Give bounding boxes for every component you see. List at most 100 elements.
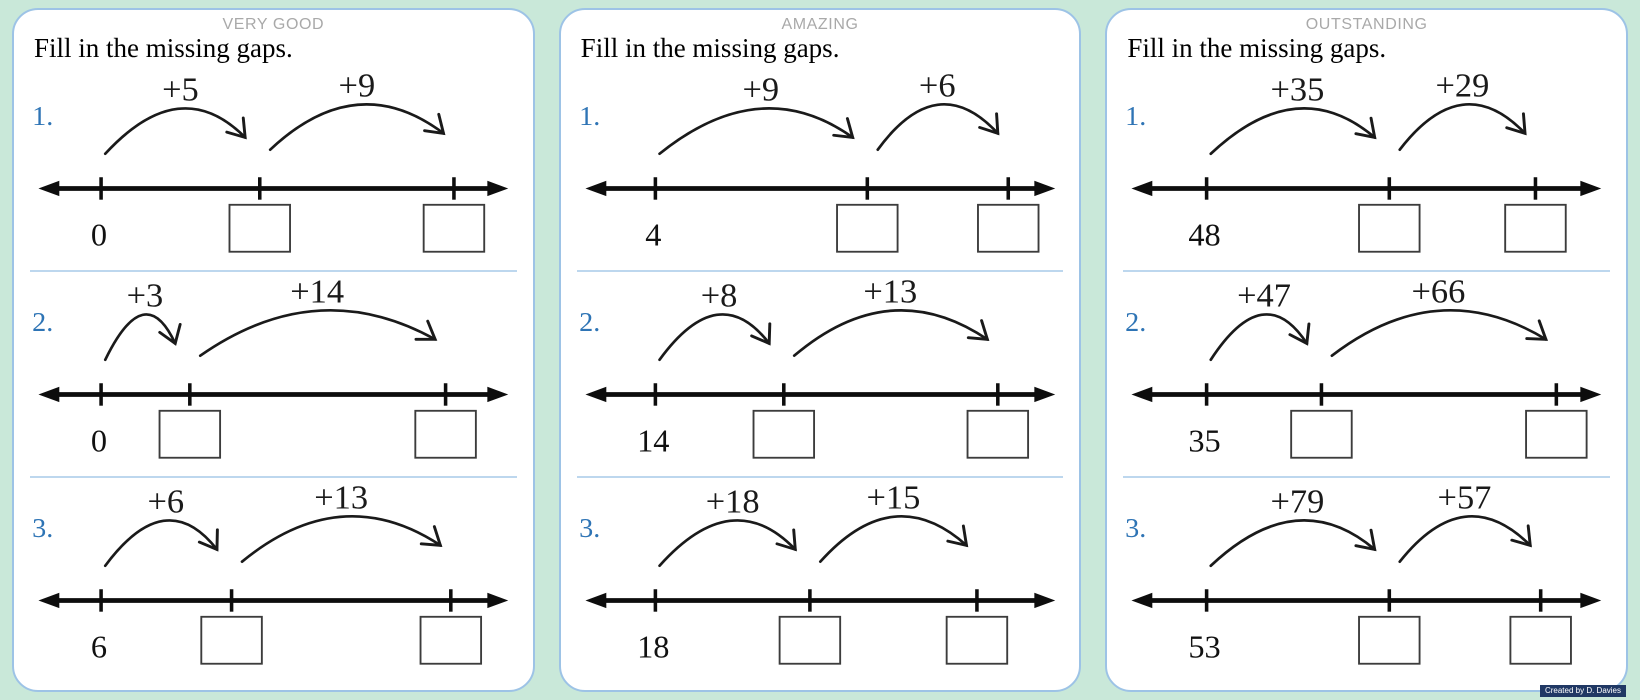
problem-number: 2. [32,307,53,338]
answer-box-1[interactable] [1358,615,1421,665]
jump1-label: +47 [1237,278,1291,315]
jump1-arrow [657,519,797,567]
jump2-label: +9 [339,68,376,105]
left-arrowhead-icon [1131,386,1153,402]
divider [30,269,517,272]
panel-title: Fill in the missing gaps. [34,33,293,63]
left-arrowhead-icon [38,386,60,402]
problem-number: 1. [1126,101,1147,132]
number-line-diagram: 2. +8 +13 14 [579,274,1055,459]
answer-box-1[interactable] [200,615,263,665]
jump1-label: +3 [127,278,164,315]
problem-2: 2. +3 +14 0 [28,272,519,476]
start-number: 4 [645,217,661,253]
answer-box-1[interactable] [835,203,899,253]
jump2-label: +13 [314,480,368,517]
left-arrowhead-icon [585,180,606,196]
start-number: 0 [91,217,107,253]
answer-box-2[interactable] [945,615,1008,665]
jump1-label: +8 [700,278,737,315]
jump2-label: +29 [1436,68,1490,105]
answer-box-1[interactable] [778,615,841,665]
jump2-label: +66 [1412,274,1466,311]
problem-number: 2. [579,307,600,338]
start-number: 0 [91,423,107,459]
start-number: 18 [637,629,669,665]
problem-1: 1. +35 +29 48 [1121,66,1612,270]
right-arrowhead-icon [487,386,509,402]
divider [576,269,1064,272]
start-number: 48 [1189,217,1221,253]
jump2-arrow [792,308,990,357]
panel-very-good: VERY GOOD Fill in the missing gaps. 1. +… [12,8,535,692]
left-arrowhead-icon [38,180,60,196]
right-arrowhead-icon [1034,386,1055,402]
credit-text: Created by D. Davies [1539,685,1626,697]
answer-box-2[interactable] [419,615,483,665]
answer-box-2[interactable] [414,409,477,459]
start-number: 14 [637,423,669,459]
start-number: 35 [1189,423,1221,459]
answer-box-1[interactable] [228,203,291,253]
problem-number: 1. [32,101,53,132]
jump1-arrow [1209,519,1377,567]
jump2-arrow [876,102,1000,151]
answer-box-1[interactable] [1290,409,1354,459]
number-line-diagram: 1. +35 +29 48 [1126,68,1602,253]
jump2-arrow [1398,102,1527,151]
left-arrowhead-icon [1131,180,1153,196]
problem-1: 1. +9 +6 4 [575,66,1066,270]
jump2-label: +13 [863,274,917,311]
jump1-label: +6 [147,484,184,521]
number-line-diagram: 1. +9 +6 4 [579,68,1055,253]
jump1-arrow [1209,106,1377,155]
number-line-diagram: 2. +47 +66 35 [1126,274,1602,459]
jump2-label: +57 [1438,480,1492,517]
right-arrowhead-icon [1034,180,1055,196]
answer-box-2[interactable] [976,203,1040,253]
jump1-arrow [657,106,855,155]
jump2-arrow [1330,308,1549,357]
jump2-arrow [198,308,438,357]
panel-amazing: AMAZING Fill in the missing gaps. 1. +9 … [558,8,1082,692]
divider [1123,475,1611,478]
left-arrowhead-icon [585,592,606,609]
answer-box-2[interactable] [422,203,486,253]
jump1-arrow [657,312,771,361]
panel-title: Fill in the missing gaps. [580,33,840,63]
right-arrowhead-icon [1580,386,1602,402]
jump2-arrow [268,102,446,151]
problem-number: 3. [32,513,53,544]
answer-box-1[interactable] [158,409,222,459]
left-arrowhead-icon [585,386,606,402]
right-arrowhead-icon [1580,592,1602,609]
divider [1123,269,1611,272]
divider [576,475,1064,478]
jump1-label: +79 [1271,484,1325,521]
answer-box-2[interactable] [1509,615,1573,665]
problem-2: 2. +47 +66 35 [1121,272,1612,476]
right-arrowhead-icon [1580,180,1602,196]
jump1-label: +35 [1271,72,1325,109]
right-arrowhead-icon [1034,592,1055,609]
right-arrowhead-icon [487,592,509,609]
number-line-diagram: 2. +3 +14 0 [32,274,509,459]
jump1-label: +18 [705,484,759,521]
start-number: 6 [91,629,107,665]
number-line-diagram: 1. +5 +9 0 [32,68,509,253]
number-line-diagram: 3. +18 +15 18 [579,480,1055,665]
answer-box-1[interactable] [1358,203,1421,253]
problem-3: 3. +79 +57 53 [1121,478,1612,682]
jump2-arrow [240,514,443,563]
answer-box-2[interactable] [966,409,1029,459]
problem-3: 3. +18 +15 18 [575,478,1066,682]
answer-box-2[interactable] [1504,203,1568,253]
answer-box-2[interactable] [1525,409,1588,459]
panel-title: Fill in the missing gaps. [1127,33,1387,63]
answer-box-1[interactable] [752,409,815,459]
problem-number: 3. [579,513,600,544]
jump1-arrow [103,106,247,155]
problem-number: 1. [579,101,600,132]
problem-2: 2. +8 +13 14 [575,272,1066,476]
